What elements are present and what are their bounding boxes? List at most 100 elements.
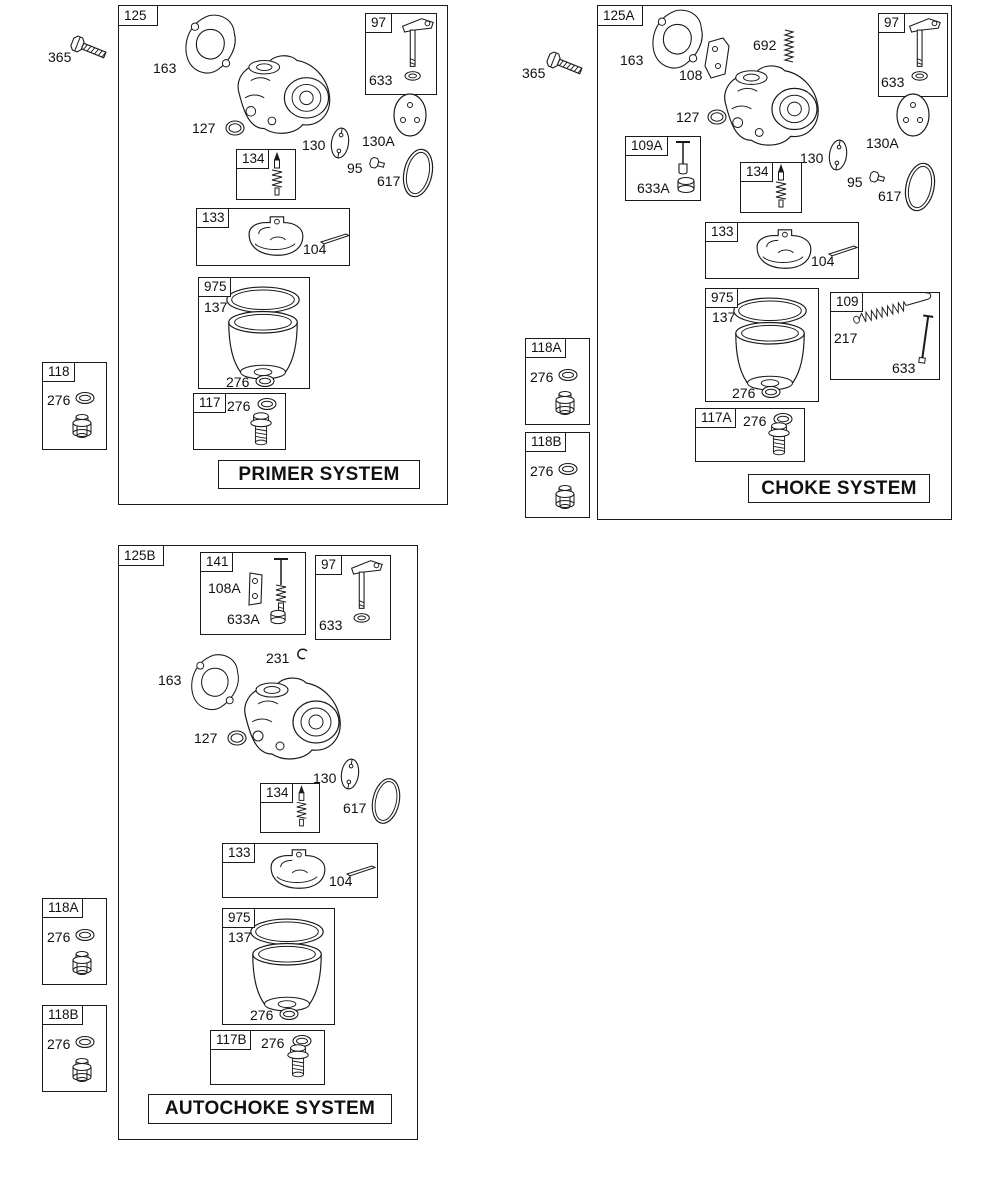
choke-shaft-icon: [902, 16, 944, 90]
choke-shaft-icon: [395, 16, 437, 90]
primer-box-label: 125: [124, 7, 147, 23]
primer-sub-box-97: [365, 13, 437, 95]
oring-icon: [224, 119, 246, 137]
part-label-633A: 633A: [227, 611, 260, 627]
oring-icon: [226, 729, 248, 747]
autochoke-sub-box-97-tag: 97: [316, 556, 342, 575]
part-label-104: 104: [303, 241, 327, 257]
part-label-108: 108: [679, 67, 703, 83]
part-label-163: 163: [620, 52, 644, 68]
choke-sub-box-133-tag: 133: [706, 223, 738, 242]
part-label-108A: 108A: [208, 580, 241, 596]
part-label-137: 137: [204, 299, 228, 315]
part-label-633: 633: [892, 360, 916, 376]
washer-icon: [278, 1007, 300, 1021]
fuel-bowl-icon: [219, 283, 307, 383]
part-label-130: 130: [313, 770, 337, 786]
sub-box-133-label: 133: [228, 845, 251, 861]
part-label-95: 95: [347, 160, 363, 176]
choke-sub-box-117A-tag: 117A: [696, 409, 736, 428]
autochoke-sub-box-975: [222, 908, 335, 1025]
choke-sub-box-134: [740, 162, 802, 213]
choke-title-text: CHOKE SYSTEM: [761, 477, 917, 499]
primer-sub-box-134-tag: 134: [237, 150, 269, 169]
autochoke-sub-box-118A: [42, 898, 107, 985]
sub-box-134-label: 134: [746, 164, 769, 180]
autochoke-box-tag: 125B: [119, 546, 164, 566]
choke-sub-box-109A-tag: 109A: [626, 137, 668, 156]
washer-icon: [74, 928, 96, 942]
sub-box-133-label: 133: [711, 224, 734, 240]
autochoke-sub-box-133: [222, 843, 378, 898]
float-icon: [262, 846, 332, 894]
part-label-163: 163: [153, 60, 177, 76]
plunger-icon: [672, 138, 694, 176]
sub-box-133-label: 133: [202, 210, 225, 226]
autochoke-system-box: [118, 545, 418, 1140]
autochoke-system-title: AUTOCHOKE SYSTEM: [148, 1094, 392, 1124]
autochoke-sub-box-133-tag: 133: [223, 844, 255, 863]
sub-box-975-label: 975: [204, 279, 227, 295]
washer-icon: [557, 462, 579, 476]
sub-box-97-label: 97: [371, 15, 387, 31]
nut-icon: [69, 1055, 95, 1087]
autochoke-title-text: AUTOCHOKE SYSTEM: [164, 1098, 376, 1119]
primer-title-text: PRIMER SYSTEM: [238, 463, 400, 485]
part-label-276: 276: [250, 1007, 274, 1023]
autochoke-sub-box-141: [200, 552, 306, 635]
part-label-276: 276: [732, 385, 756, 401]
bowl-bolt-icon: [285, 1043, 311, 1079]
part-label-130A: 130A: [362, 133, 395, 149]
autochoke-sub-box-134-tag: 134: [261, 784, 293, 803]
sub-box-117-label: 117: [199, 395, 221, 411]
part-label-633: 633: [319, 617, 343, 633]
sub-box-109A-label: 109A: [631, 138, 663, 154]
primer-box-tag: 125: [119, 6, 158, 26]
part-label-137: 137: [712, 309, 736, 325]
clip-icon: [296, 648, 310, 660]
primer-sub-box-134: [236, 149, 296, 200]
sub-box-97-label: 97: [884, 15, 900, 31]
part-label-633: 633: [369, 72, 393, 88]
washer-icon: [74, 1035, 96, 1049]
choke-sub-box-118B-tag: 118B: [526, 433, 566, 452]
autochoke-sub-box-141-tag: 141: [201, 553, 233, 572]
part-label-276: 276: [227, 398, 251, 414]
part-label-127: 127: [194, 730, 218, 746]
gasket-icon: [650, 8, 705, 72]
primer-sub-box-975-tag: 975: [199, 278, 231, 297]
part-label-276: 276: [530, 369, 554, 385]
washer-icon: [256, 397, 278, 411]
choke-sub-box-975-tag: 975: [706, 289, 738, 308]
nut-icon: [552, 388, 578, 420]
part-label-276: 276: [47, 929, 71, 945]
sub-box-134-label: 134: [242, 151, 265, 167]
cap-icon: [676, 176, 696, 194]
part-label-276: 276: [226, 374, 250, 390]
washer-icon: [557, 368, 579, 382]
autochoke-box-label: 125B: [124, 547, 156, 563]
autochoke-sub-box-975-tag: 975: [223, 909, 255, 928]
autochoke-sub-box-134: [260, 783, 320, 833]
part-label-137: 137: [228, 929, 252, 945]
sub-box-975-label: 975: [228, 910, 251, 926]
sub-box-97-label: 97: [321, 557, 337, 573]
sub-box-118B-label: 118B: [531, 434, 562, 450]
choke-sub-box-133: [705, 222, 859, 279]
bowl-bolt-icon: [248, 411, 274, 447]
choke-sub-box-118A: [525, 338, 590, 425]
washer-icon: [74, 391, 96, 405]
float-icon: [240, 213, 310, 261]
part-label-104: 104: [811, 253, 835, 269]
needle-valve-icon: [772, 164, 790, 210]
part-label-95: 95: [847, 174, 863, 190]
sub-box-118-label: 118: [48, 364, 70, 380]
part-label-231: 231: [266, 650, 290, 666]
washer-icon: [760, 385, 782, 399]
sub-box-117A-label: 117A: [701, 410, 732, 426]
fuel-bowl-icon: [243, 914, 331, 1016]
part-label-617: 617: [343, 800, 367, 816]
part-label-365: 365: [48, 49, 72, 65]
part-label-276: 276: [743, 413, 767, 429]
